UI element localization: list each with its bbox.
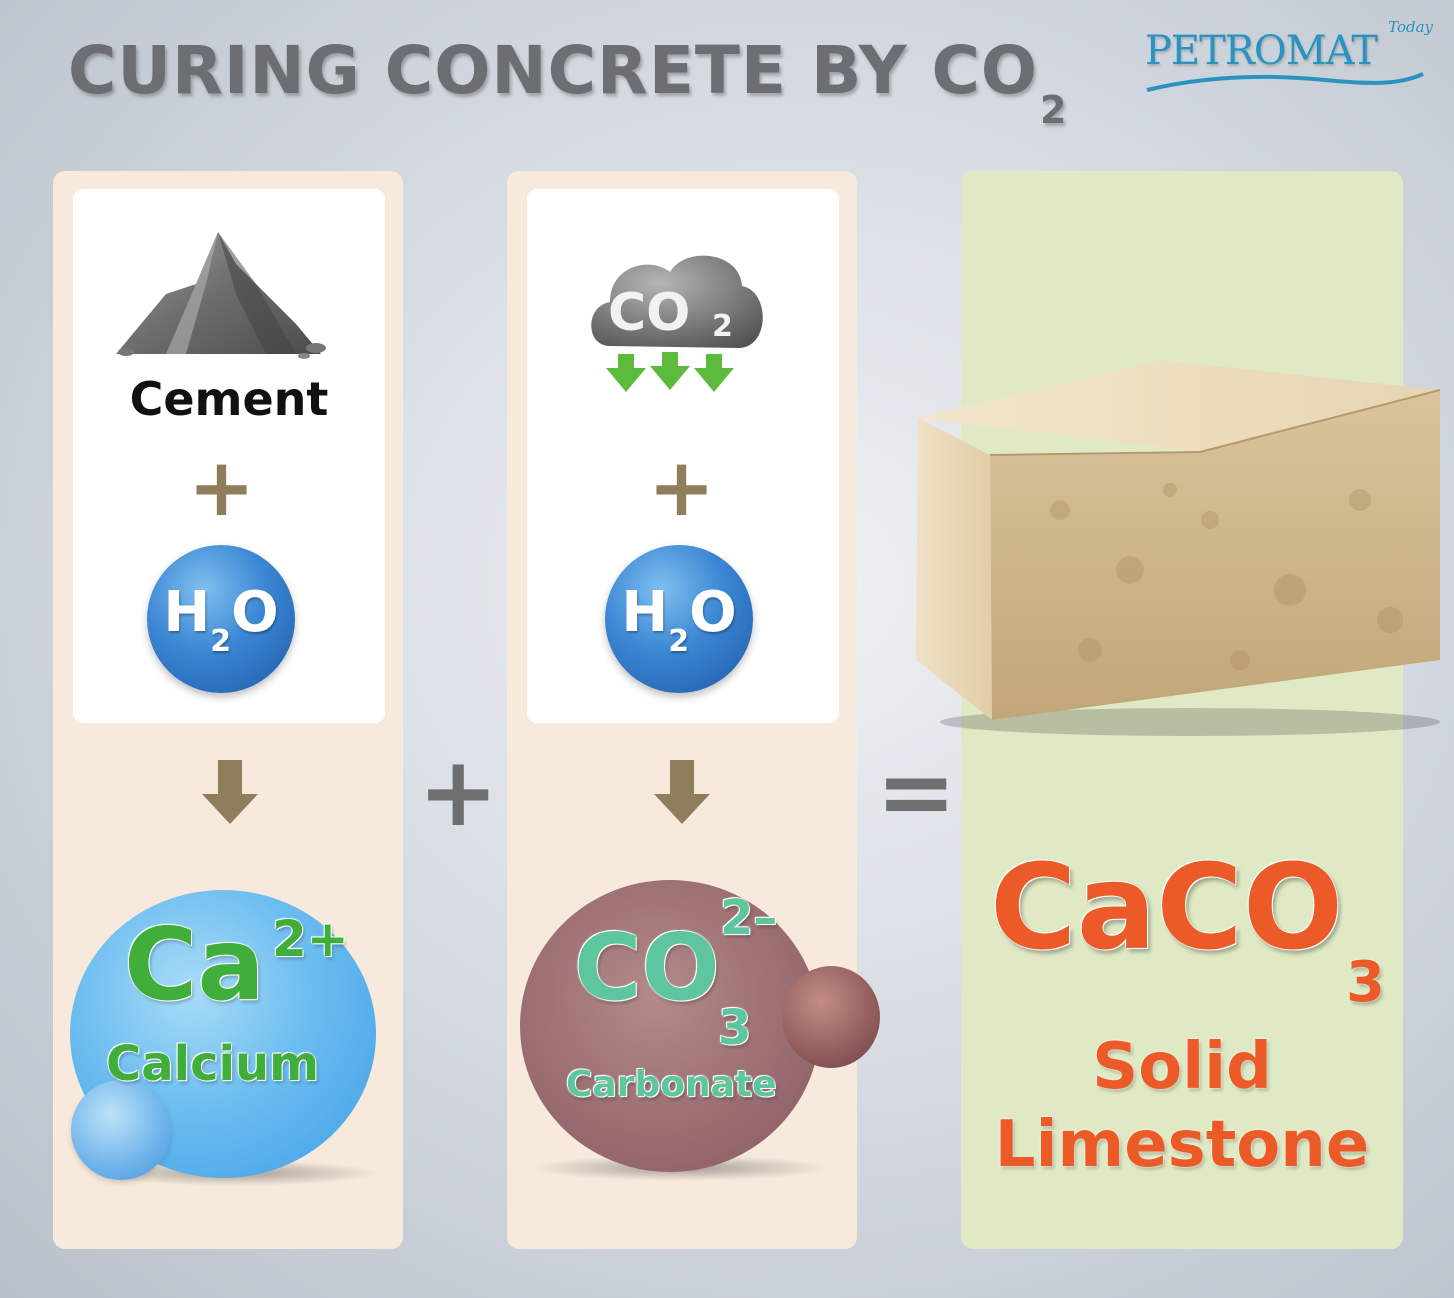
carbonate-subscript: 3 — [718, 1000, 752, 1056]
down-arrow-icon — [654, 760, 710, 824]
cement-label: Cement — [129, 372, 329, 426]
caco3-formula: CaCO — [990, 838, 1344, 976]
svg-text:2: 2 — [712, 309, 733, 344]
plus-operator-between: + — [418, 736, 499, 848]
calcium-name: Calcium — [106, 1036, 320, 1092]
logo-text: PETROMAT — [1145, 28, 1378, 74]
result-label-solid: Solid — [1092, 1030, 1272, 1104]
logo-tagline: Today — [1388, 18, 1433, 36]
page-title: CURING CONCRETE BY CO2 — [68, 32, 1068, 132]
cement-pile-icon — [116, 232, 326, 359]
svg-text:CO: CO — [608, 283, 690, 343]
calcium-small-bubble — [71, 1080, 171, 1180]
plus-operator: + — [648, 441, 716, 534]
carbonate-small-bubble — [782, 966, 880, 1068]
petromat-logo: Today PETROMAT — [1145, 18, 1445, 98]
limestone-brick-image — [916, 360, 1441, 736]
carbonate-charge: 2– — [720, 890, 778, 946]
result-label-limestone: Limestone — [994, 1108, 1370, 1182]
calcium-symbol: Ca — [124, 906, 265, 1023]
carbonate-name: Carbonate — [566, 1064, 777, 1105]
carbonate-ion-bubble — [520, 880, 820, 1172]
down-arrow-icon — [202, 760, 258, 824]
h2o-molecule-icon: H2O — [605, 545, 753, 693]
equals-operator: = — [876, 736, 957, 848]
caco3-subscript: 3 — [1346, 950, 1385, 1015]
co2-cloud-icon: CO 2 — [591, 255, 763, 392]
carbonate-symbol: CO — [574, 914, 720, 1021]
h2o-molecule-icon: H2O — [147, 545, 295, 693]
logo-wave-icon — [1146, 72, 1424, 92]
calcium-charge: 2+ — [272, 910, 349, 968]
plus-operator: + — [188, 441, 256, 534]
